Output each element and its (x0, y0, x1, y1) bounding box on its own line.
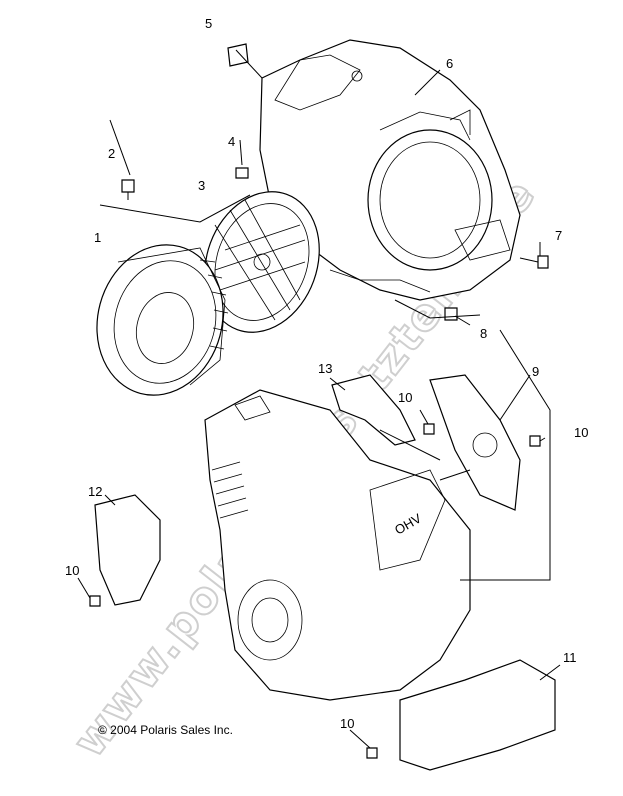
screw-10-c[interactable] (529, 435, 541, 447)
fan-screen[interactable] (186, 176, 339, 349)
screw-8[interactable] (444, 307, 458, 321)
callout-6: 6 (446, 56, 453, 71)
label-decal[interactable] (227, 43, 249, 67)
screw-2[interactable] (121, 179, 135, 200)
screw-10-a[interactable] (89, 595, 101, 607)
callout-5: 5 (205, 16, 212, 31)
cylinder-shroud-right[interactable] (429, 374, 521, 511)
screw-10-d[interactable] (366, 747, 378, 759)
screw-7[interactable] (519, 255, 549, 269)
leader-lines (77, 49, 561, 749)
callout-10-d: 10 (340, 716, 354, 731)
callout-12: 12 (88, 484, 102, 499)
lower-shroud[interactable] (399, 659, 556, 771)
callout-13: 13 (318, 361, 332, 376)
copyright-text: © 2004 Polaris Sales Inc. (98, 723, 233, 737)
callout-8: 8 (480, 326, 487, 341)
callout-9: 9 (532, 364, 539, 379)
callout-4: 4 (228, 134, 235, 149)
cylinder-shroud-left[interactable] (94, 494, 161, 606)
callout-10-b: 10 (398, 390, 412, 405)
callout-11: 11 (563, 650, 577, 665)
screw-4[interactable] (235, 167, 249, 179)
screw-10-b[interactable] (423, 423, 435, 435)
flywheel[interactable] (80, 231, 239, 410)
callout-2: 2 (108, 146, 115, 161)
callout-10-c: 10 (574, 425, 588, 440)
callout-7: 7 (555, 228, 562, 243)
callouts: 1 2 3 4 5 6 7 8 9 10 10 10 10 11 12 13 (65, 16, 588, 731)
callout-10-a: 10 (65, 563, 79, 578)
callout-1: 1 (94, 230, 101, 245)
blower-housing[interactable] (259, 39, 521, 301)
engine-block[interactable]: OHV (204, 389, 471, 701)
callout-3: 3 (198, 178, 205, 193)
